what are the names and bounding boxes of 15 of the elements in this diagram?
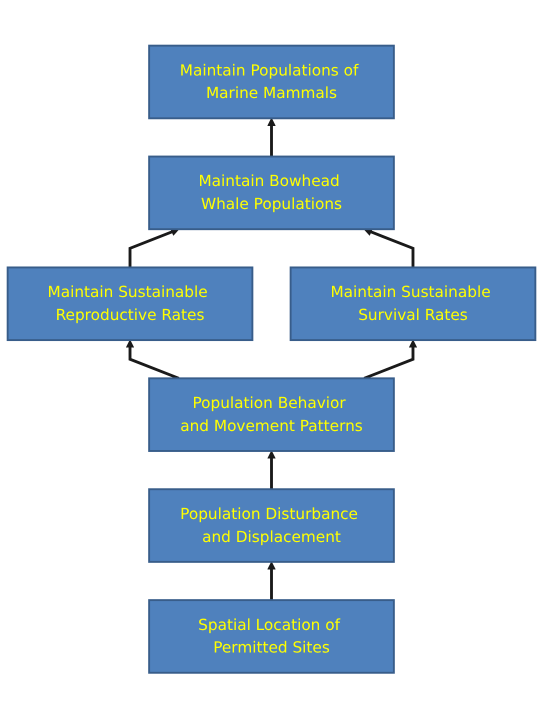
node-box <box>290 266 536 342</box>
flowchart: Maintain Populations of Marine Mammals Maintain Bowhead Whale Populations Maintain Sustainable Reproductive Rates Maintain Sustainable Survival Rates Population Behavior and Movement Patterns Population Disturbance and Displacement Spatial Location of Permitted Sites <box>0 38 543 681</box>
arrow <box>364 340 418 380</box>
arrow <box>126 340 180 380</box>
arrow <box>267 450 276 490</box>
arrow <box>267 562 276 600</box>
node-box <box>148 599 395 674</box>
arrow <box>267 118 276 157</box>
arrow <box>128 228 180 268</box>
node-box <box>6 266 254 342</box>
node-box <box>148 156 395 230</box>
arrow <box>364 228 414 268</box>
node-box <box>148 488 395 564</box>
node-box <box>148 44 395 120</box>
node-box <box>148 378 395 452</box>
